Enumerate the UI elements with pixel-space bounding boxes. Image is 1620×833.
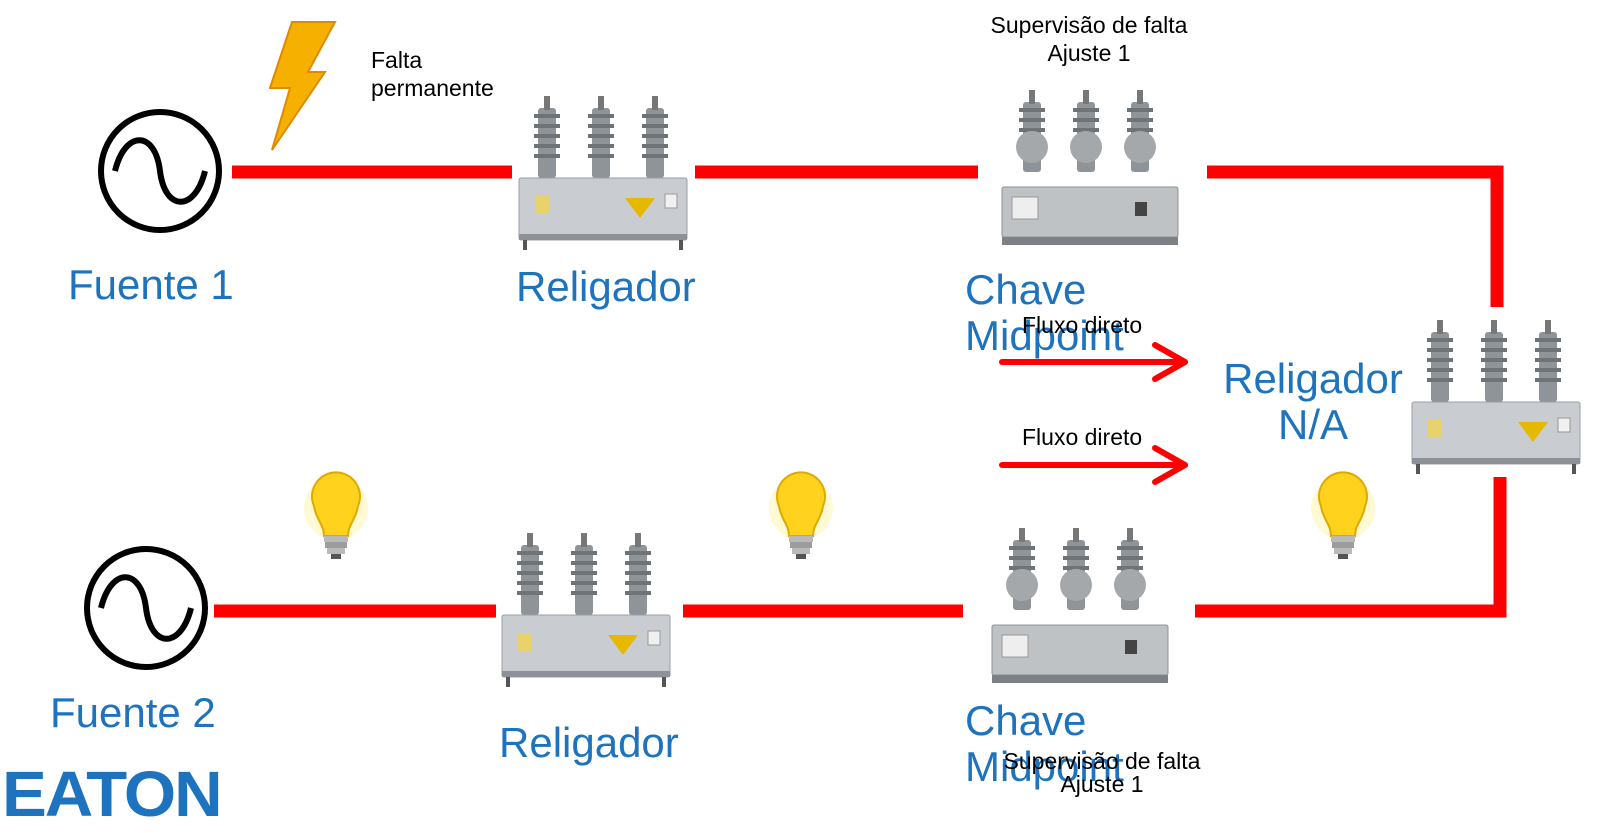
source-2-label: Fuente 2 [50,689,216,736]
ac-source-1-icon [98,109,222,233]
switch-bottom-line1: Chave [965,697,1087,744]
midpoint-switch-bottom-icon [992,528,1168,683]
bottom-feeder-line [214,477,1507,618]
recloser-top-icon [519,96,687,250]
switch-top-label: Chave Midpoint [965,266,1124,360]
fault-label-line2: permanente [371,74,494,101]
fault-label-line1: Falta [371,47,423,73]
top-feeder-line [232,165,1504,307]
fault-label: Falta permanente [371,47,494,102]
supervision-bottom-line2: Ajuste 1 [1060,771,1144,797]
supervision-top-line1: Supervisão de falta [990,12,1188,38]
light-bulb-icon [768,471,834,560]
tie-recloser-line2: N/A [1277,401,1348,449]
flow-arrow-lower [999,445,1188,485]
switch-bottom-line2: Midpoint [965,743,1124,791]
source-1-label: Fuente 1 [68,261,234,308]
midpoint-switch-top-icon [1002,90,1178,245]
switch-bottom-label: Chave Midpoint [965,697,1124,791]
tie-recloser-label: Religador N/A [1208,355,1418,449]
supervision-label-top: Supervisão de falta Ajuste 1 [969,12,1209,67]
flow-label-upper: Fluxo direto [1022,312,1143,338]
eaton-logo: EATON [2,758,223,830]
light-bulb-icon [303,471,369,560]
light-bulb-icon [1310,471,1376,560]
recloser-top-label: Religador [516,263,696,310]
supervision-bottom-line1: Supervisão de falta [1003,748,1201,774]
switch-top-line2: Midpoint [965,312,1124,360]
flow-arrow-upper [999,342,1188,382]
recloser-bottom-icon [502,533,670,687]
flow-label-lower: Fluxo direto [1022,424,1143,450]
ac-source-2-icon [84,546,208,670]
switch-top-line1: Chave [965,266,1087,313]
tie-recloser-line1: Religador [1223,355,1403,402]
lightning-bolt-icon [268,21,337,151]
tie-recloser-icon [1412,320,1580,474]
recloser-bottom-label: Religador [499,719,679,766]
supervision-top-line2: Ajuste 1 [1047,39,1131,66]
supervision-label-bottom: Supervisão de falta Ajuste 1 [982,750,1222,796]
